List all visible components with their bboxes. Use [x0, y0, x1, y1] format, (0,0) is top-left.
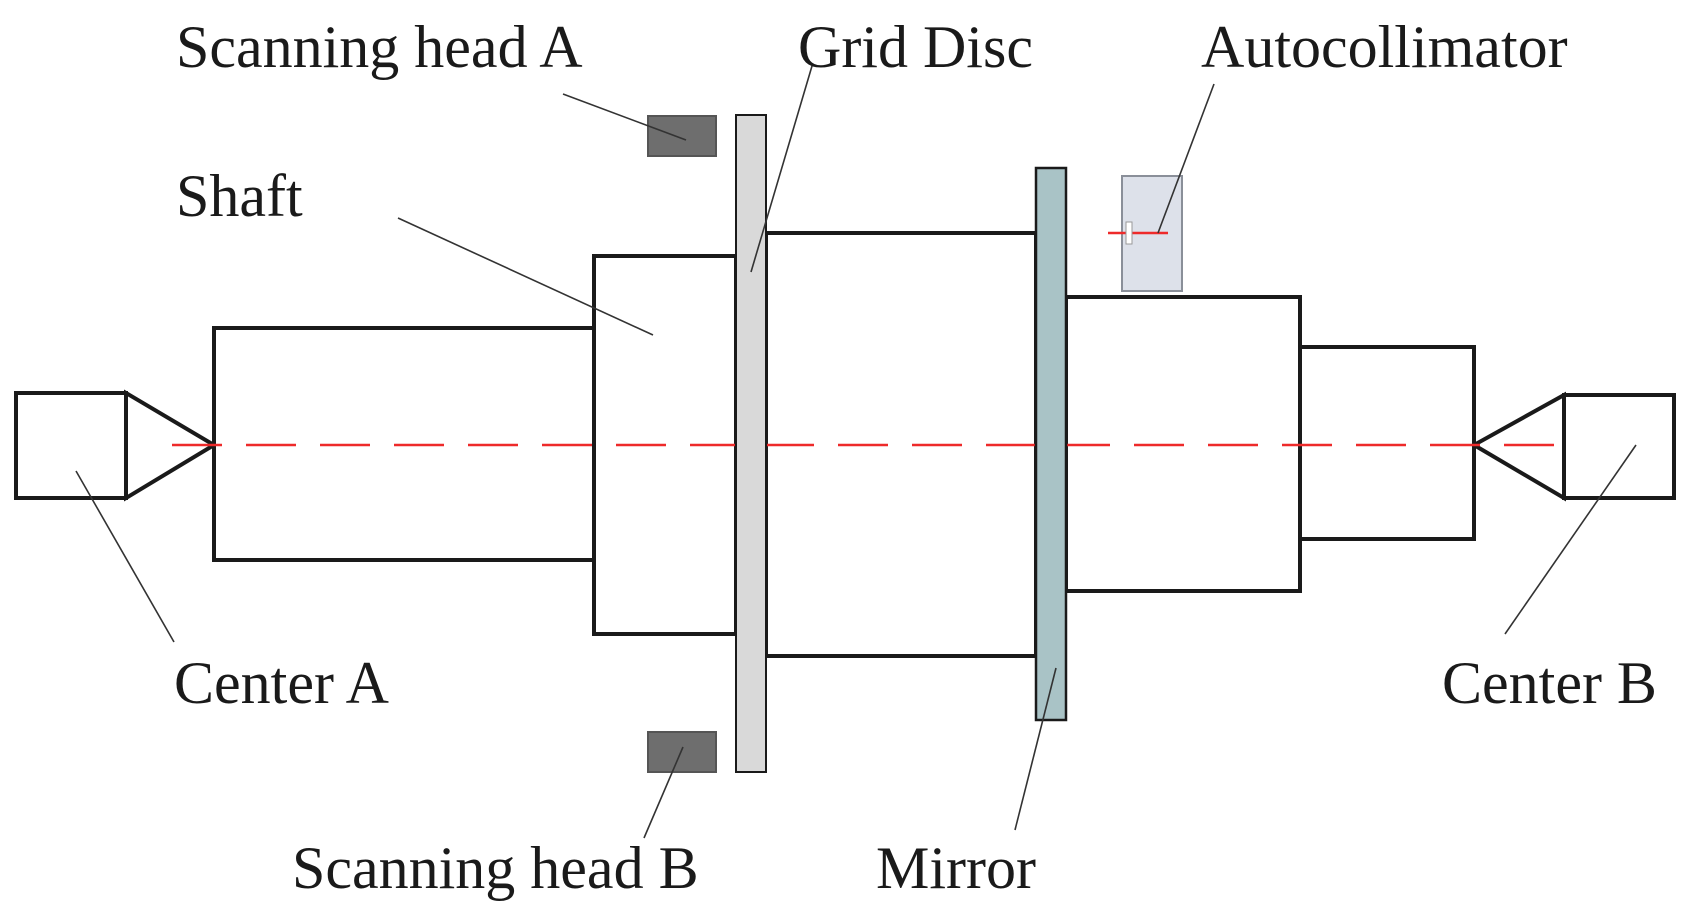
leader-center-a — [75, 470, 175, 643]
scanning-head-b — [647, 731, 717, 773]
label-scanning-head-a: Scanning head A — [176, 14, 583, 80]
label-autocollimator: Autocollimator — [1201, 14, 1568, 80]
autocollimator — [1108, 175, 1183, 292]
leader-center-b — [1504, 444, 1637, 635]
label-shaft: Shaft — [176, 163, 303, 229]
center-b-tip — [1469, 391, 1566, 502]
leader-scanning-head-a — [562, 93, 687, 141]
center-b-body — [1562, 393, 1676, 500]
label-center-b: Center B — [1442, 650, 1657, 716]
leader-grid-disc — [750, 65, 813, 273]
label-scanning-head-b: Scanning head B — [292, 835, 699, 901]
label-mirror: Mirror — [876, 835, 1036, 901]
label-center-a: Center A — [174, 650, 389, 716]
mirror — [1034, 166, 1068, 722]
autocollimator-beam-marker — [1125, 221, 1133, 245]
center-b — [1469, 391, 1676, 502]
leader-shaft — [397, 217, 654, 336]
scanning-head-a — [647, 115, 717, 157]
leader-scanning-head-b — [643, 746, 684, 839]
leader-autocollimator — [1157, 83, 1215, 234]
grid-disc — [735, 114, 767, 773]
center-a — [14, 389, 218, 502]
leader-mirror — [1014, 667, 1057, 831]
shaft-section-5 — [1298, 345, 1476, 541]
center-a-body — [14, 391, 128, 500]
label-grid-disc: Grid Disc — [798, 14, 1033, 80]
center-a-tip — [124, 389, 218, 502]
